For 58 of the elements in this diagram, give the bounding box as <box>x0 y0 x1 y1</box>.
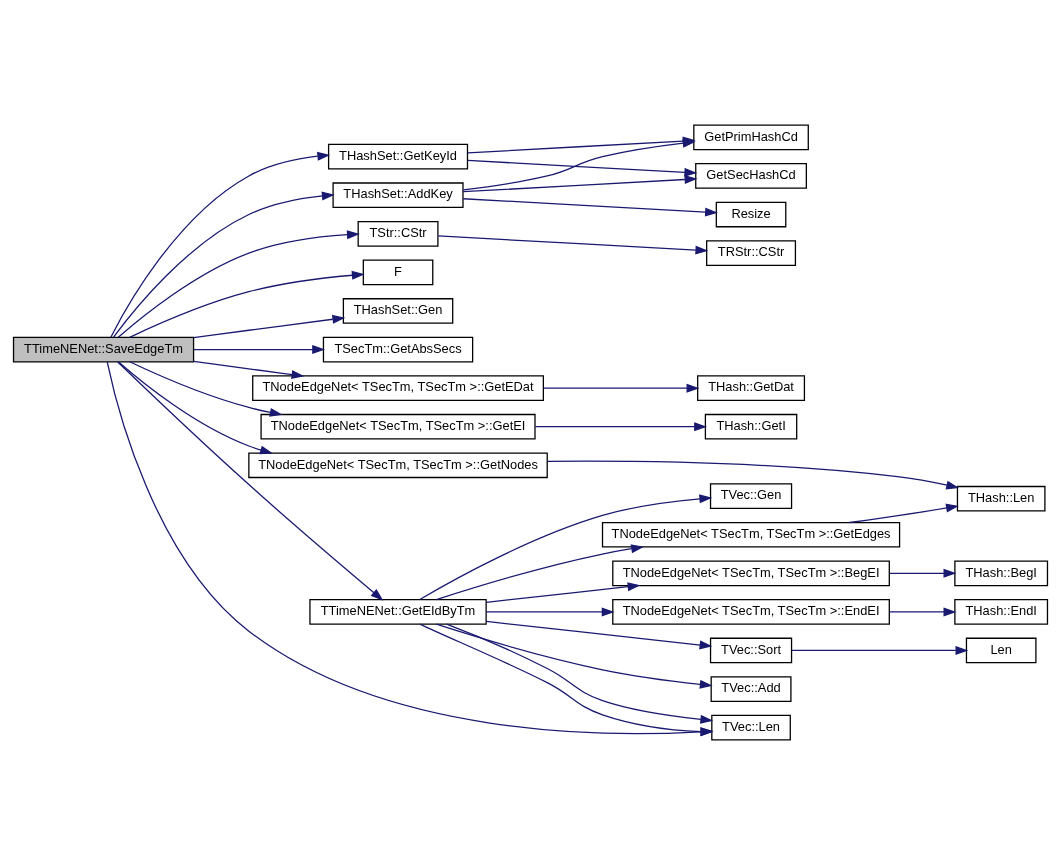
node-box: Len <box>965 637 1037 663</box>
arrow <box>848 503 959 523</box>
arrow <box>462 197 718 217</box>
arrow <box>192 360 305 379</box>
node-box: TSecTm::GetAbsSecs <box>322 336 474 362</box>
arrow <box>435 623 713 689</box>
arrow <box>192 314 346 338</box>
arrow <box>129 360 283 417</box>
arrow <box>117 360 384 601</box>
node-box: GetPrimHashCd <box>693 124 809 150</box>
node-box: TNodeEdgeNet< TSecTm, TSecTm >::GetEDat <box>252 374 544 401</box>
arrow <box>534 421 707 431</box>
arrow <box>888 568 957 578</box>
node-box: THash::Len <box>956 485 1046 512</box>
node-box: GetSecHashCd <box>695 162 807 189</box>
node-box: TStr::CStr <box>357 220 439 247</box>
arrow <box>445 623 714 724</box>
node-box: TVec::Len <box>711 714 791 740</box>
node-box: TNodeEdgeNet< TSecTm, TSecTm >::GetEdges <box>601 521 901 548</box>
node-box: TVec::Add <box>710 675 792 702</box>
arrow <box>485 606 615 616</box>
arrow <box>462 174 698 192</box>
node-box: TNodeEdgeNet< TSecTm, TSecTm >::GetNodes <box>248 451 548 478</box>
node-box: THashSet::AddKey <box>332 181 464 208</box>
arrow <box>419 623 714 736</box>
node-box: THashSet::GetKeyId <box>327 143 469 169</box>
arrow <box>419 493 713 600</box>
node-box: THash::GetDat <box>697 374 806 401</box>
arrow <box>106 360 714 736</box>
node-box: TNodeEdgeNet< TSecTm, TSecTm >::EndEI <box>612 598 890 625</box>
arrow <box>485 620 713 649</box>
arrow <box>192 344 326 354</box>
node-box: TNodeEdgeNet< TSecTm, TSecTm >::BegEI <box>612 559 890 586</box>
node-box: F <box>362 259 434 285</box>
arrow <box>117 229 360 338</box>
node-box: THashSet::Gen <box>342 297 454 324</box>
arrow <box>112 191 335 338</box>
arrow <box>467 159 698 177</box>
arrow <box>485 581 641 603</box>
arrow <box>437 234 709 255</box>
arrow <box>888 606 957 616</box>
node-box: THash::BegI <box>954 559 1049 586</box>
node-box: TNodeEdgeNet< TSecTm, TSecTm >::GetEI <box>260 413 536 440</box>
node-box: TTimeNENet::GetEIdByTm <box>309 598 487 625</box>
arrow <box>542 383 700 393</box>
arrow <box>110 151 331 338</box>
node-box: TRStr::CStr <box>706 239 797 266</box>
arrow <box>129 270 365 338</box>
node-box: Resize <box>715 201 787 227</box>
arrow <box>546 460 960 490</box>
node-box: TVec::Gen <box>709 482 793 509</box>
node-box: THash::GetI <box>704 413 798 440</box>
arrow <box>435 543 645 600</box>
arrow <box>790 645 969 655</box>
node-box: TTimeNENet::SaveEdgeTm <box>12 336 195 362</box>
node-box: THash::EndI <box>954 598 1049 625</box>
arrow <box>117 360 273 454</box>
node-box: TVec::Sort <box>709 637 793 663</box>
